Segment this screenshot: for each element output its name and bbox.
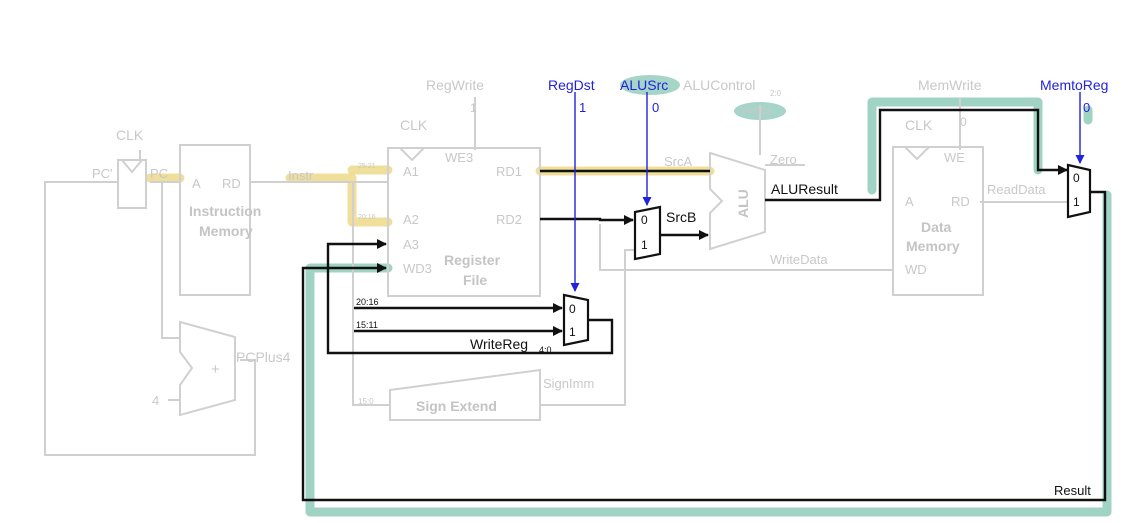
bits-20-16-a2: 20:16 bbox=[358, 214, 376, 221]
datamem-we: WE bbox=[944, 150, 965, 165]
inactive-wires bbox=[44, 97, 1068, 456]
alucontrol-label: ALUControl bbox=[683, 77, 755, 93]
pc-adder-block bbox=[179, 320, 236, 417]
pc-label: PC bbox=[150, 166, 168, 181]
memtoreg-mux bbox=[1066, 163, 1092, 219]
regfile-rd2: RD2 bbox=[496, 212, 522, 227]
regfile-title-line2: File bbox=[463, 272, 487, 288]
regdst-value: 1 bbox=[579, 100, 586, 115]
instr-mem-port-a: A bbox=[192, 176, 201, 191]
memwrite-value: 0 bbox=[960, 115, 967, 129]
datamem-wd: WD bbox=[905, 262, 927, 277]
memtoreg-mux-in0: 0 bbox=[1073, 171, 1080, 185]
memtoreg-mux-in1: 1 bbox=[1073, 195, 1080, 209]
pc-register bbox=[117, 159, 147, 209]
adder-const-four: 4 bbox=[152, 393, 159, 408]
pcplus4-label: PCPlus4 bbox=[236, 349, 291, 365]
active-wires bbox=[301, 108, 1107, 502]
alusrc-mux bbox=[633, 205, 662, 261]
zero-label: Zero bbox=[770, 152, 797, 167]
bits-15-11: 15:11 bbox=[356, 320, 378, 330]
datamem-rd: RD bbox=[951, 194, 970, 209]
alusrc-mux-in1: 1 bbox=[641, 238, 648, 252]
alu-label: ALU bbox=[735, 189, 751, 218]
datamem-a: A bbox=[905, 194, 914, 209]
bits-15-0: 15:0 bbox=[358, 397, 374, 406]
regfile-rd1: RD1 bbox=[496, 164, 522, 179]
writereg-label: WriteReg bbox=[470, 336, 528, 352]
regfile-we3: WE3 bbox=[445, 150, 473, 165]
register-file-block bbox=[387, 147, 541, 297]
aluresult-label: ALUResult bbox=[771, 181, 838, 197]
control-wires bbox=[570, 92, 1085, 292]
instr-mem-title-line2: Memory bbox=[199, 223, 253, 239]
highlight-marks bbox=[145, 75, 1112, 517]
regfile-wd3: WD3 bbox=[403, 261, 432, 276]
bits-25-21: 25:21 bbox=[358, 163, 376, 170]
regdst-mux-in1: 1 bbox=[569, 325, 576, 339]
sign-extend-label: Sign Extend bbox=[416, 398, 497, 414]
regfile-a1: A1 bbox=[403, 164, 419, 179]
regfile-clk-label: CLK bbox=[400, 117, 428, 133]
alusrc-mux-in0: 0 bbox=[641, 213, 648, 227]
bits-20-16: 20:16 bbox=[356, 297, 379, 307]
memtoreg-value: 0 bbox=[1083, 100, 1090, 115]
srca-label: SrcA bbox=[664, 154, 693, 169]
writedata-label: WriteData bbox=[770, 252, 828, 267]
alu-block bbox=[709, 151, 766, 251]
adder-plus-sign: + bbox=[211, 361, 220, 378]
datamem-clk-label: CLK bbox=[905, 117, 933, 133]
srcb-label: SrcB bbox=[666, 209, 696, 225]
regdst-label: RegDst bbox=[548, 77, 595, 93]
regfile-title-line1: Register bbox=[444, 252, 501, 268]
data-memory-block bbox=[892, 146, 984, 296]
regfile-a3: A3 bbox=[403, 237, 419, 252]
pc-clk-label: CLK bbox=[116, 127, 144, 143]
alucontrol-bits: 2:0 bbox=[770, 89, 782, 98]
regdst-mux-in0: 0 bbox=[569, 302, 576, 316]
instruction-memory-block bbox=[179, 144, 251, 296]
memtoreg-label: MemtoReg bbox=[1040, 77, 1108, 93]
alusrc-value: 0 bbox=[652, 100, 659, 115]
result-label: Result bbox=[1054, 483, 1091, 498]
regdst-mux bbox=[562, 293, 590, 347]
writereg-subscript: 4:0 bbox=[539, 345, 552, 355]
instr-label: Instr bbox=[288, 168, 314, 183]
regwrite-label: RegWrite bbox=[426, 77, 484, 93]
pc-prime-label: PC' bbox=[92, 166, 113, 181]
datamem-title-line1: Data bbox=[921, 219, 952, 235]
alusrc-label: ALUSrc bbox=[620, 77, 668, 93]
datamem-title-line2: Memory bbox=[906, 238, 960, 254]
instr-mem-port-rd: RD bbox=[222, 176, 241, 191]
readdata-label: ReadData bbox=[987, 182, 1046, 197]
instr-mem-title-line1: Instruction bbox=[189, 203, 261, 219]
regfile-a2: A2 bbox=[403, 212, 419, 227]
memwrite-label: MemWrite bbox=[918, 77, 982, 93]
alucontrol-value: varies bbox=[741, 103, 773, 117]
signimm-label: SignImm bbox=[543, 376, 594, 391]
regwrite-value: 1 bbox=[470, 101, 477, 115]
sign-extend-block bbox=[389, 368, 541, 421]
